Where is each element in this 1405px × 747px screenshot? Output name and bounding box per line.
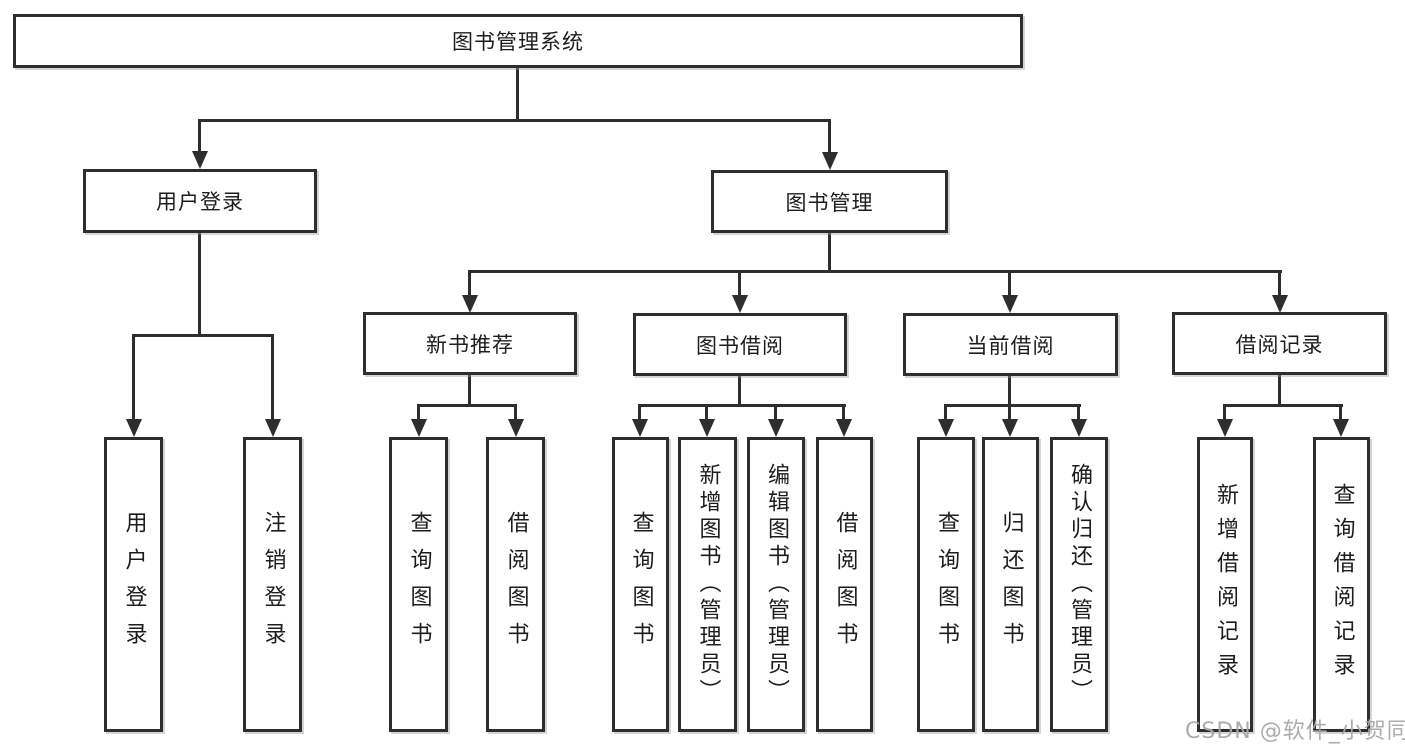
connector-group-rail <box>1223 404 1343 407</box>
connector-drop <box>468 270 471 296</box>
connector-drop <box>1077 404 1080 422</box>
leaf-add-borrow-record: 新增借阅记录 <box>1197 437 1253 732</box>
connector-level3-rail <box>468 270 1282 273</box>
connector-login-stem <box>198 230 201 337</box>
leaf-borrow-books-recommend: 借阅图书 <box>486 437 545 732</box>
connector-group-stem <box>1008 375 1011 407</box>
leaf-query-borrow-record: 查询借阅记录 <box>1313 437 1370 732</box>
arrow-down <box>1217 419 1233 437</box>
leaf-user-login: 用户登录 <box>104 437 163 732</box>
leaf-logout: 注销登录 <box>243 437 302 732</box>
node-book-management: 图书管理 <box>711 170 948 233</box>
leaf-edit-books-admin: 编辑图书（管理员） <box>747 437 805 732</box>
leaf-borrow-books: 借阅图书 <box>816 437 873 732</box>
node-borrow-records: 借阅记录 <box>1172 312 1387 375</box>
leaf-add-books-admin: 新增图书（管理员） <box>678 437 737 732</box>
arrow-down <box>699 419 715 437</box>
connector-drop <box>944 404 947 422</box>
connector-drop <box>705 404 708 422</box>
arrow-down <box>1002 419 1018 437</box>
connector-drop <box>1339 404 1342 422</box>
connector-group-rail <box>417 404 517 407</box>
leaf-confirm-return-admin: 确认归还（管理员） <box>1050 437 1108 732</box>
arrow-down <box>462 295 478 313</box>
connector-login-drop <box>198 119 201 153</box>
arrow-down <box>265 419 281 437</box>
arrow-down <box>126 419 142 437</box>
connector-group-rail <box>944 404 1081 407</box>
leaf-query-books-current: 查询图书 <box>917 437 975 732</box>
connector-drop <box>132 334 135 421</box>
leaf-query-books-recommend: 查询图书 <box>389 437 448 732</box>
connector-drop <box>1008 404 1011 422</box>
connector-group-stem <box>468 373 471 407</box>
connector-drop <box>514 404 517 422</box>
arrow-down <box>768 419 784 437</box>
arrow-down <box>822 152 838 170</box>
connector-group-stem <box>1278 373 1281 407</box>
connector-drop <box>417 404 420 422</box>
arrow-down <box>192 151 208 169</box>
arrow-down <box>938 419 954 437</box>
arrow-down <box>836 419 852 437</box>
node-current-borrow: 当前借阅 <box>903 313 1118 376</box>
connector-group-rail <box>638 404 846 407</box>
leaf-return-books: 归还图书 <box>982 437 1039 732</box>
node-book-borrow: 图书借阅 <box>633 313 847 376</box>
arrow-down <box>732 295 748 313</box>
node-new-book-recommend: 新书推荐 <box>363 312 577 375</box>
node-root: 图书管理系统 <box>13 14 1023 68</box>
connector-drop <box>638 404 641 422</box>
arrow-down <box>1071 419 1087 437</box>
connector-root-stem <box>516 66 519 121</box>
connector-level2-rail <box>198 119 831 122</box>
connector-mgmt-stem <box>828 231 831 272</box>
arrow-down <box>632 419 648 437</box>
arrow-down <box>411 419 427 437</box>
arrow-down <box>1333 419 1349 437</box>
connector-drop <box>1008 270 1011 296</box>
arrow-down <box>1272 295 1288 313</box>
node-user-login: 用户登录 <box>83 169 317 233</box>
connector-drop <box>1223 404 1226 422</box>
connector-login-rail <box>132 334 274 337</box>
arrow-down <box>1002 295 1018 313</box>
connector-drop <box>774 404 777 422</box>
arrow-down <box>508 419 524 437</box>
connector-drop <box>1278 270 1281 296</box>
connector-group-stem <box>738 374 741 407</box>
csdn-watermark: CSDN @软件_小贺同学 <box>1185 719 1405 744</box>
connector-drop <box>738 270 741 296</box>
leaf-query-books-borrow: 查询图书 <box>612 437 669 732</box>
connector-drop <box>842 404 845 422</box>
connector-mgmt-drop <box>828 119 831 154</box>
connector-drop <box>271 334 274 421</box>
